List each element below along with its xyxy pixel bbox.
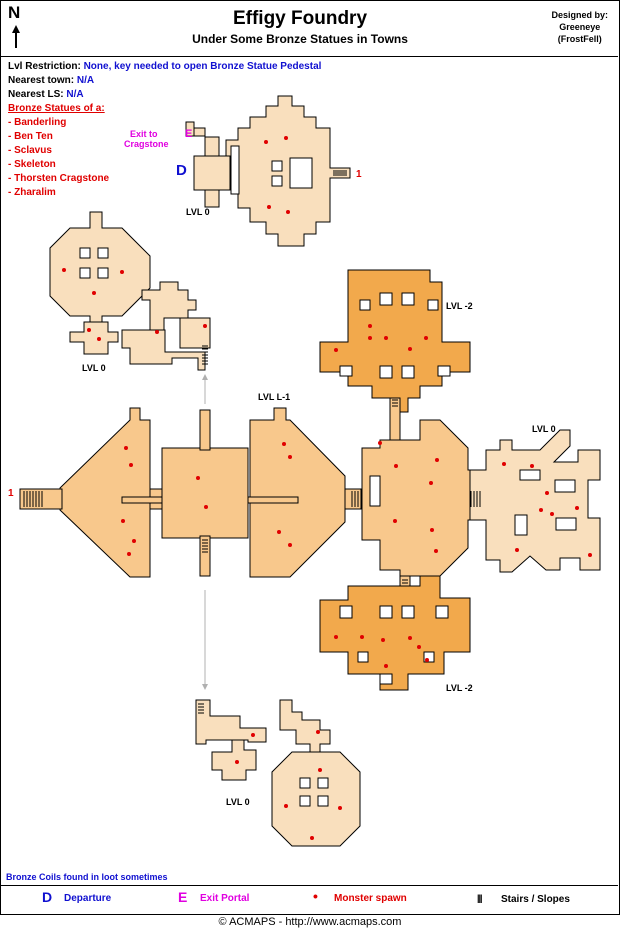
room-right-lvl-minus2-top bbox=[319, 269, 471, 413]
legend-monster-spawn-label: Monster spawn bbox=[334, 893, 407, 904]
north-label: N bbox=[8, 3, 21, 22]
header-divider bbox=[0, 56, 618, 57]
nearest-town-label: Nearest town: bbox=[8, 75, 75, 86]
room-top-lvl0 bbox=[185, 95, 351, 247]
level-label: LVL -2 bbox=[446, 301, 473, 311]
level-label: LVL 0 bbox=[532, 424, 556, 434]
designer-line: (FrostFell) bbox=[557, 34, 602, 44]
statue-item: - Thorsten Cragstone bbox=[8, 173, 110, 184]
statue-item: - Zharalim bbox=[8, 187, 56, 198]
level-label: LVL -2 bbox=[446, 683, 473, 693]
level-label: LVL 0 bbox=[186, 207, 210, 217]
exit-portal-marker: E bbox=[185, 128, 193, 140]
statue-item: - Sclavus bbox=[8, 145, 52, 156]
statue-item: - Ben Ten bbox=[8, 131, 53, 142]
room-right-lvl-minus2-bottom bbox=[319, 575, 471, 691]
room-right-hub bbox=[361, 397, 487, 607]
room-central-lvl-minus1 bbox=[19, 407, 362, 578]
stairs-icon bbox=[23, 170, 481, 714]
level-label: LVL 0 bbox=[226, 797, 250, 807]
restriction-label: Lvl Restriction: bbox=[8, 61, 81, 72]
stairs-icon: ||| bbox=[477, 893, 482, 903]
departure-icon: D bbox=[42, 889, 53, 905]
statue-item: - Skeleton bbox=[8, 159, 56, 170]
legend-divider bbox=[0, 885, 618, 886]
restriction-row: Lvl Restriction: None, key needed to ope… bbox=[8, 61, 321, 72]
monster-spawn-icon: • bbox=[313, 888, 318, 904]
designer-line: Greeneye bbox=[559, 22, 601, 32]
exit-portal-icon: E bbox=[178, 889, 188, 905]
exit-label: Exit to bbox=[130, 129, 158, 139]
link-number: 1 bbox=[356, 169, 362, 180]
restriction-value: None, key needed to open Bronze Statue P… bbox=[83, 61, 322, 72]
statue-item: - Banderling bbox=[8, 117, 67, 128]
nearest-town-row: Nearest town: N/A bbox=[8, 75, 94, 86]
designer-credit: Designed by: Greeneye (FrostFell) bbox=[551, 9, 608, 45]
room-east-lvl0 bbox=[469, 429, 601, 573]
page-title: Effigy Foundry bbox=[232, 8, 368, 29]
legend-stairs-label: Stairs / Slopes bbox=[501, 894, 570, 905]
nearest-town-value: N/A bbox=[76, 75, 95, 86]
nearest-ls-value: N/A bbox=[66, 89, 84, 100]
link-number: 1 bbox=[8, 488, 14, 499]
page-subtitle: Under Some Bronze Statues in Towns bbox=[192, 32, 408, 46]
loot-note: Bronze Coils found in loot sometimes bbox=[6, 872, 168, 882]
level-label: LVL L-1 bbox=[258, 392, 291, 402]
designer-line: Designed by: bbox=[551, 10, 608, 20]
exit-label-line: Exit to bbox=[130, 129, 158, 139]
connector-arrowheads bbox=[202, 374, 208, 690]
room-upper-left-lvl0 bbox=[49, 211, 211, 371]
level-label: LVL 0 bbox=[82, 363, 106, 373]
legend-exit-portal-label: Exit Portal bbox=[200, 893, 250, 904]
exit-label-line: Cragstone bbox=[124, 139, 169, 149]
departure-marker: D bbox=[176, 162, 187, 179]
statues-heading: Bronze Statues of a: bbox=[8, 103, 105, 114]
legend-departure-label: Departure bbox=[64, 893, 112, 904]
room-bottom-lvl0 bbox=[195, 699, 361, 847]
copyright: © ACMAPS - http://www.acmaps.com bbox=[218, 916, 402, 928]
nearest-ls-label: Nearest LS: bbox=[8, 89, 64, 100]
monster-spawn-icon bbox=[62, 136, 592, 840]
nearest-ls-row: Nearest LS: N/A bbox=[8, 89, 84, 100]
